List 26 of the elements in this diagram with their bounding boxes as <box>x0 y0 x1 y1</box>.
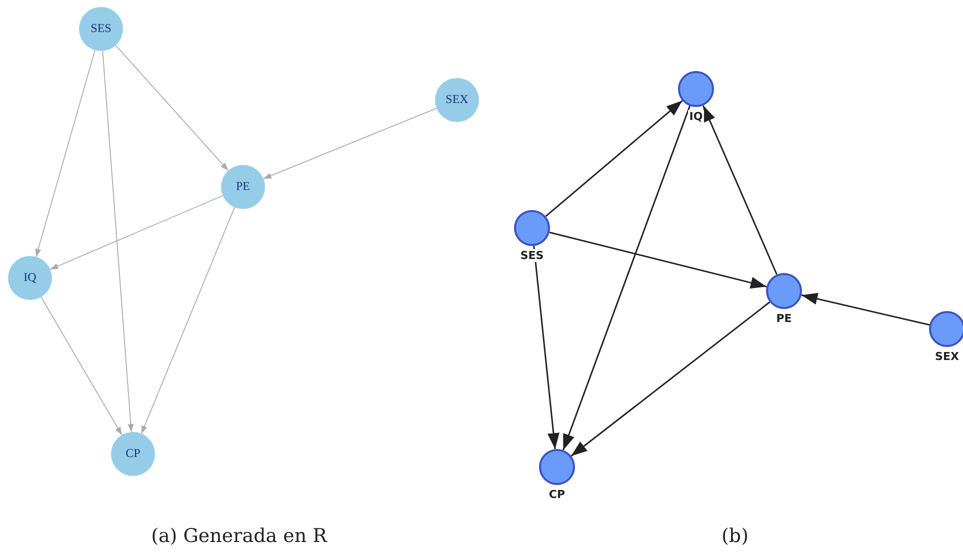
node-label: SEX <box>446 92 468 107</box>
caption: (b) <box>722 525 748 547</box>
caption: (a) Generada en R <box>151 525 327 547</box>
arrow <box>562 106 690 450</box>
arrow <box>50 195 224 270</box>
arrow <box>545 100 683 217</box>
arrow <box>102 50 134 432</box>
arrow <box>570 301 770 457</box>
node-label: PE <box>775 312 793 325</box>
arrow <box>549 232 767 289</box>
node-label: SES <box>519 249 545 262</box>
node-label: CP <box>126 446 140 461</box>
arrow <box>801 292 930 326</box>
arrow <box>533 246 560 450</box>
node-label: IQ <box>24 270 36 285</box>
node-label: PE <box>236 179 250 194</box>
arrow <box>35 50 96 258</box>
arrow <box>115 44 229 172</box>
node-label: SES <box>90 21 112 36</box>
node-label: CP <box>548 488 566 501</box>
node-label: SEX <box>934 350 960 363</box>
arrow <box>702 105 778 275</box>
node-label: IQ <box>688 110 704 123</box>
arrow <box>262 108 438 180</box>
arrow <box>40 296 122 436</box>
arrow <box>140 206 236 434</box>
